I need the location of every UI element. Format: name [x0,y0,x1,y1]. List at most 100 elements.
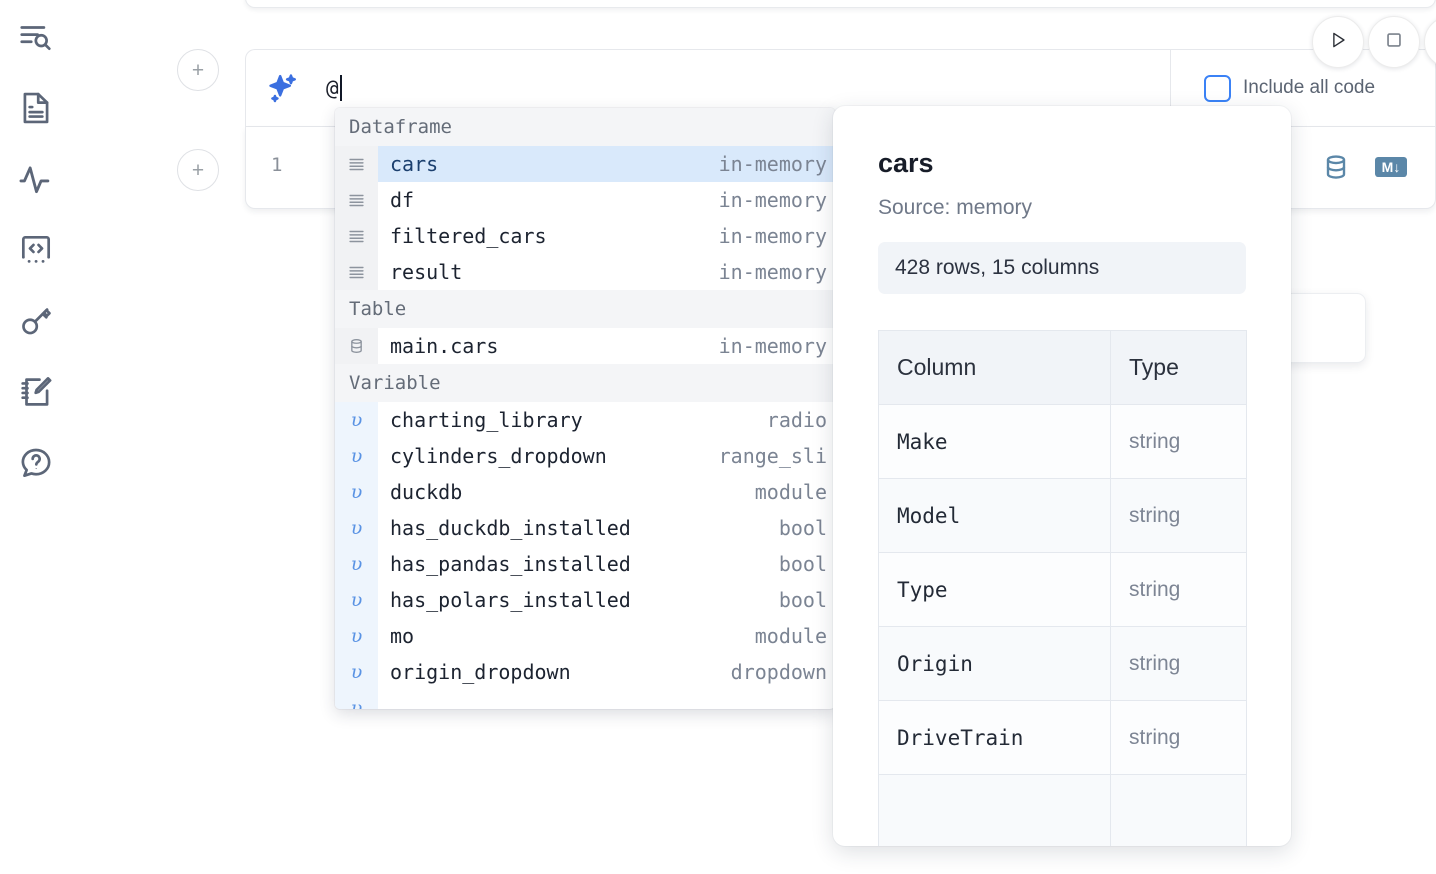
sidebar-item-chat-question[interactable] [13,440,59,486]
autocomplete-group-header: Variable [335,364,835,402]
detail-source: Source: memory [878,196,1033,219]
autocomplete-item-name: origin_dropdown [390,660,571,684]
autocomplete-item[interactable]: result in-memory [335,254,835,290]
dataframe-icon [335,182,378,218]
code-snippet-icon [17,231,55,269]
sparkle-ai-icon [266,71,300,105]
autocomplete-item-name: has_pandas_installed [390,552,631,576]
autocomplete-item-name: has_duckdb_installed [390,516,631,540]
autocomplete-item-type: in-memory [718,334,827,358]
autocomplete-item-name: cars [390,152,439,176]
autocomplete-item-type: in-memory [718,224,827,248]
autocomplete-item-name: filtered_cars [390,224,547,248]
dataframe-icon [335,254,378,290]
include-all-code-label: Include all code [1243,77,1376,98]
sidebar-item-explore-search[interactable] [13,14,59,60]
variable-icon: υ [335,654,378,690]
autocomplete-item-name: charting_library [390,408,583,432]
ai-prompt-input[interactable]: @ [326,75,342,101]
schema-table-row [878,774,1247,846]
autocomplete-item-type: in-memory [718,260,827,284]
activity-pulse-icon [17,160,55,198]
schema-header-type: Type [1110,330,1247,405]
autocomplete-item-name: mo [390,624,415,648]
variable-icon: υ [335,402,378,438]
schema-header-column: Column [878,330,1111,405]
autocomplete-item-type: in-memory [718,188,827,212]
document-icon [17,89,55,127]
checkbox-box[interactable] [1204,74,1231,102]
stop-button[interactable] [1368,16,1420,68]
variable-icon: υ [335,438,378,474]
schema-cell-type: string [1110,404,1247,479]
autocomplete-item-name: result [390,260,463,284]
variable-icon: υ [335,474,378,510]
add-cell-button-top[interactable]: + [177,49,219,91]
schema-cell-column: DriveTrain [878,700,1111,775]
dataframe-icon [335,218,378,254]
key-icon [17,302,55,340]
autocomplete-item-name: cylinders_dropdown [390,444,607,468]
autocomplete-item[interactable]: υ cylinders_dropdown range_sli [335,438,835,474]
sidebar-item-activity[interactable] [13,156,59,202]
variable-icon: υ [335,690,378,709]
table-database-icon [335,328,378,364]
schema-cell-column: Make [878,404,1111,479]
detail-panel: cars Source: memory 428 rows, 15 columns… [833,106,1291,846]
sidebar-item-notebook-edit[interactable] [13,369,59,415]
autocomplete-item-name: main.cars [390,334,499,358]
autocomplete-group-header: Table [335,290,835,328]
run-button[interactable] [1312,16,1364,68]
schema-cell-type: string [1110,626,1247,701]
schema-cell-column: Origin [878,626,1111,701]
text-caret [339,75,342,101]
autocomplete-item-type: module [754,624,827,648]
schema-cell-type [1110,774,1247,846]
add-cell-button-bottom[interactable]: + [177,149,219,191]
schema-cell-column: Model [878,478,1111,553]
autocomplete-item-type: bool [778,588,827,612]
autocomplete-item-type: bool [778,552,827,576]
autocomplete-item-type: module [754,480,827,504]
database-icon[interactable] [1321,152,1351,187]
autocomplete-item-type: range_sli [718,444,827,468]
markdown-icon[interactable]: M↓ [1375,155,1407,184]
explore-search-icon [17,18,55,56]
autocomplete-item[interactable]: main.cars in-memory [335,328,835,364]
schema-cell-column: Type [878,552,1111,627]
autocomplete-item-type: in-memory [718,152,827,176]
play-triangle-icon [1327,29,1349,56]
sidebar-rail [0,0,72,874]
autocomplete-item[interactable]: filtered_cars in-memory [335,218,835,254]
autocomplete-item[interactable]: cars in-memory [335,146,835,182]
include-all-code-checkbox[interactable]: Include all code [1204,74,1376,102]
autocomplete-item-name: has_polars_installed [390,588,631,612]
autocomplete-item[interactable]: υ has_polars_installed bool [335,582,835,618]
autocomplete-item-name: duckdb [390,480,463,504]
variable-icon: υ [335,582,378,618]
sidebar-item-key[interactable] [13,298,59,344]
autocomplete-item[interactable]: υ [335,690,835,709]
schema-cell-type: string [1110,478,1247,553]
ai-prompt-value: @ [326,76,339,100]
variable-icon: υ [335,618,378,654]
sidebar-item-code-snippet[interactable] [13,227,59,273]
notebook-edit-icon [17,373,55,411]
schema-cell-type: string [1110,552,1247,627]
dataframe-icon [335,146,378,182]
sidebar-item-document[interactable] [13,85,59,131]
cell-above-clipped [245,0,1436,8]
